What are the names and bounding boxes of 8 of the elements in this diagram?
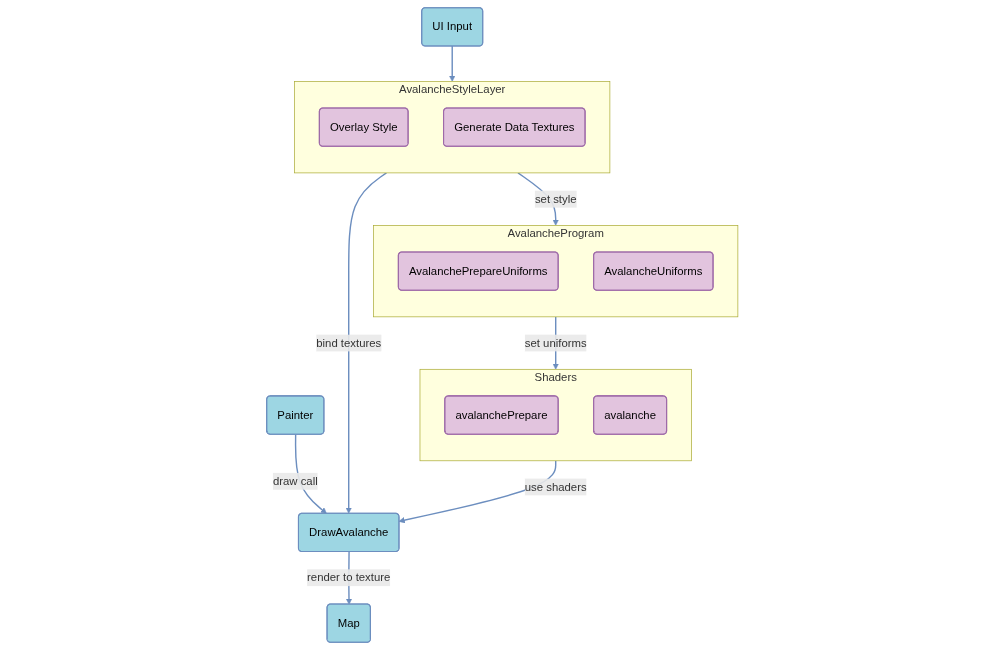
arrow xyxy=(345,172,387,514)
edge-label: bind textures xyxy=(315,336,381,349)
arrow xyxy=(448,45,456,82)
edge-label: render to texture xyxy=(306,571,391,584)
edge-label: use shaders xyxy=(524,480,587,493)
edge-label: set style xyxy=(534,192,577,205)
edge-label: set uniforms xyxy=(524,336,587,349)
edge-label: draw call xyxy=(272,474,318,487)
